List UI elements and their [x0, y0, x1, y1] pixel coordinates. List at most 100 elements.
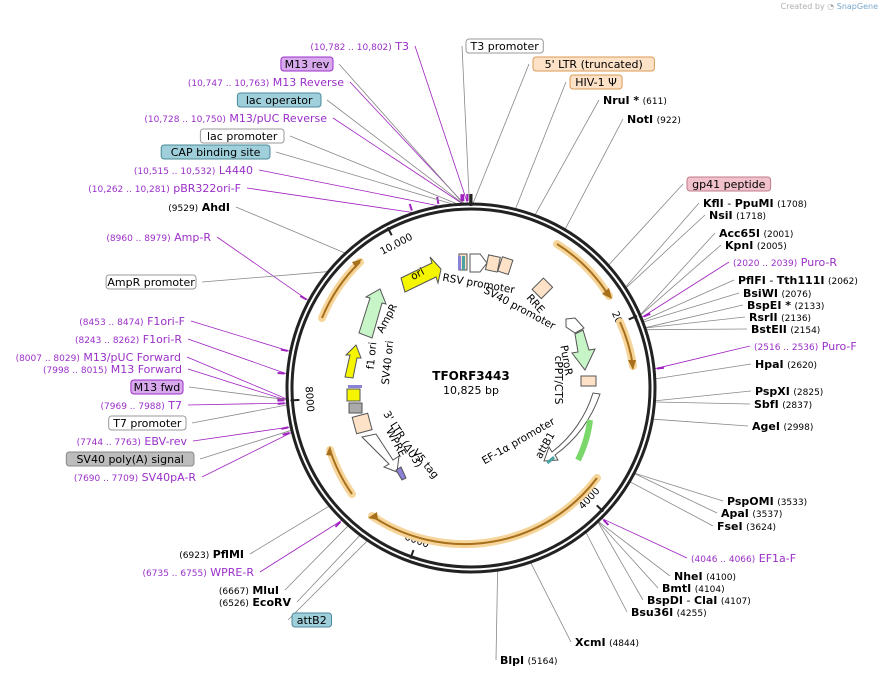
primer-name: F1ori-R — [143, 333, 183, 346]
enzyme-label-part: MluI — [252, 584, 279, 597]
outer-labels: NruI * (611)NotI (922)KflI - PpuMI (1708… — [16, 38, 858, 667]
leader-line — [653, 418, 749, 427]
leader-line — [190, 320, 290, 352]
leader-line — [246, 187, 413, 213]
enzyme-label-part: NotI — [627, 113, 653, 126]
primer-site-mark — [656, 366, 665, 370]
enzyme-label-part: PspXI — [755, 385, 790, 398]
enzyme-label-part: (6923) — [179, 551, 209, 561]
enzyme-label-part: (2001) — [763, 230, 793, 240]
primer-site-mark — [281, 426, 289, 430]
primer-range: (10,728 .. 10,750) — [144, 115, 225, 125]
enzyme-label-part: (9529) — [168, 204, 198, 214]
primer-label: (10,747 .. 10,763) M13 Reverse — [188, 76, 344, 89]
primer-site-mark — [408, 203, 413, 211]
primer-name: EF1a-F — [759, 552, 796, 565]
feature-label: CAP binding site — [171, 146, 261, 159]
enzyme-label-part: (4255) — [677, 609, 707, 619]
feature-box — [532, 56, 655, 72]
enzyme-label-part: BspEI * — [747, 299, 791, 312]
primer-site-mark — [277, 372, 285, 375]
primer-site-mark — [643, 312, 651, 318]
backbone-inner-circle — [290, 207, 652, 569]
enzyme-label: Bsu36I (4255) — [631, 606, 707, 619]
primer-name: T3 — [394, 40, 409, 53]
leader-line — [640, 232, 716, 315]
rre-feature — [497, 256, 514, 276]
enzyme-label-part: (4100) — [706, 573, 736, 583]
primer-name: WPRE-R — [210, 566, 254, 579]
credit-brand: SnapGene — [836, 2, 878, 11]
inner-feature-label: f1 ori — [365, 341, 380, 369]
leader-line — [287, 540, 368, 621]
enzyme-label: PspOMI (3533) — [727, 495, 807, 508]
leader-line — [645, 304, 744, 328]
leader-line — [332, 117, 462, 204]
enzyme-label-part: XcmI — [575, 636, 606, 649]
enzyme-label-part: RsrII — [749, 311, 778, 324]
enzyme-label-part: (6667) — [219, 587, 249, 597]
enzyme-label-part: (5164) — [528, 657, 558, 667]
enzyme-label-part: HpaI — [755, 358, 784, 371]
primer-range: (7969 .. 7988) — [101, 402, 165, 412]
enzyme-label-part: AhdI — [202, 201, 230, 214]
leader-line — [414, 45, 468, 204]
primer-range: (8960 .. 8979) — [106, 234, 170, 244]
enzyme-label-part: (4104) — [695, 585, 725, 595]
enzyme-label: KflI - PpuMI (1708) — [703, 197, 807, 210]
enzyme-label: KpnI (2005) — [725, 239, 787, 252]
primer-site-mark — [299, 295, 307, 301]
enzyme-label-part: (1708) — [777, 200, 807, 210]
leader-line — [601, 518, 688, 559]
primer-site-mark — [282, 432, 290, 436]
inner-feature-label: PuroR — [557, 344, 574, 376]
snapgene-logo-icon: ◔ — [827, 2, 835, 11]
wpre-feature — [360, 433, 400, 473]
enzyme-label-part: (611) — [643, 97, 667, 107]
leader-line — [630, 481, 714, 527]
enzyme-label-part: (3533) — [777, 498, 807, 508]
enzyme-label: (6923) PflMI — [179, 548, 244, 561]
leader-line — [608, 183, 684, 266]
enzyme-label-part: - — [766, 274, 777, 287]
primer-site-mark — [277, 402, 285, 405]
primer-name: Puro-F — [822, 340, 857, 353]
tick-label: 10,000 — [379, 232, 415, 258]
primer-range: (10,747 .. 10,763) — [188, 79, 269, 89]
leader-line — [495, 571, 498, 661]
sv40-promoter-feature — [565, 317, 585, 334]
primer-label: (8960 .. 8979) Amp-R — [106, 231, 211, 244]
feature-label: M13 rev — [285, 58, 330, 71]
enzyme-label-part: (2136) — [781, 314, 811, 324]
enzyme-label: XcmI (4844) — [575, 636, 639, 649]
leader-line — [597, 522, 644, 601]
leader-line — [640, 244, 722, 316]
enzyme-label: (6667) MluI — [219, 584, 279, 597]
rsv-promoter-feature — [469, 253, 488, 273]
feature-box — [130, 379, 184, 395]
feature-box — [280, 56, 334, 72]
snapgene-credit: Created by ◔ SnapGene — [781, 2, 878, 11]
primer-range: (2020 .. 2039) — [733, 259, 797, 269]
inner-feature-label: cPPT/CTS — [552, 356, 564, 405]
primer-label: (7690 .. 7709) SV40pA-R — [74, 471, 197, 484]
enzyme-label-part: NsiI — [709, 209, 733, 222]
leader-line — [187, 338, 287, 375]
primer-name: M13/pUC Reverse — [229, 112, 327, 125]
feature-box — [236, 92, 322, 108]
enzyme-label: PspXI (2825) — [755, 385, 823, 398]
leader-line — [289, 135, 457, 204]
enzyme-label-part: (2062) — [828, 277, 858, 287]
puror-feature — [571, 329, 596, 371]
enzyme-label-part: KpnI — [725, 239, 753, 252]
feature-label: SV40 poly(A) signal — [76, 453, 183, 466]
leader-line — [634, 473, 718, 514]
sv40-ori-feature — [346, 388, 361, 402]
leader-line — [259, 520, 342, 573]
hiv-psi-feature — [484, 254, 501, 273]
enzyme-label-part: PpuMI — [735, 197, 774, 210]
enzyme-label-part: BsiWI — [743, 287, 778, 300]
enzyme-label-part: (2133) — [795, 302, 825, 312]
feature-label: lac operator — [246, 94, 313, 107]
attb1-feature — [575, 419, 593, 462]
